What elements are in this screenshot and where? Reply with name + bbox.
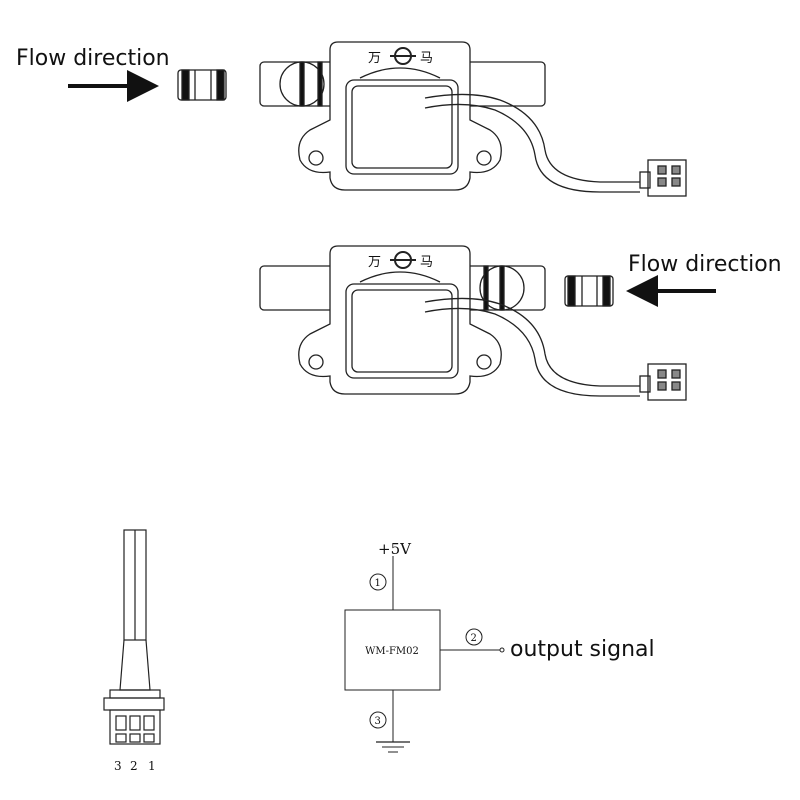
bottom-body: [298, 245, 502, 395]
bottom-inlet-insert: [564, 275, 614, 307]
pin2-marker: [465, 628, 483, 646]
output-signal-label: output signal: [510, 637, 655, 662]
top-body: [298, 41, 502, 191]
pin2-label: 2: [471, 633, 477, 644]
top-brand-right: 马: [420, 51, 433, 66]
bottom-flow-label: Flow direction: [628, 252, 782, 277]
pin1-label: 1: [375, 578, 381, 589]
connector-pin-3: 3: [114, 759, 122, 773]
connector-detail: [103, 529, 165, 745]
top-flow-label: Flow direction: [16, 46, 170, 71]
circuit-schematic: [344, 556, 505, 753]
module-label: WM-FM02: [365, 646, 419, 657]
bottom-sensor-assembly: [259, 245, 716, 401]
top-inlet-insert: [177, 69, 227, 101]
pin3-label: 3: [375, 716, 381, 727]
top-brand-left: 万: [368, 51, 381, 66]
pin3-marker: [369, 711, 387, 729]
bottom-brand-right: 马: [420, 255, 433, 270]
connector-pin-1: 1: [148, 759, 156, 773]
supply-label: +5V: [378, 540, 412, 558]
pin1-marker: [369, 573, 387, 591]
connector-pin-2: 2: [130, 759, 138, 773]
top-sensor-assembly: [68, 41, 687, 197]
bottom-brand-left: 万: [368, 255, 381, 270]
